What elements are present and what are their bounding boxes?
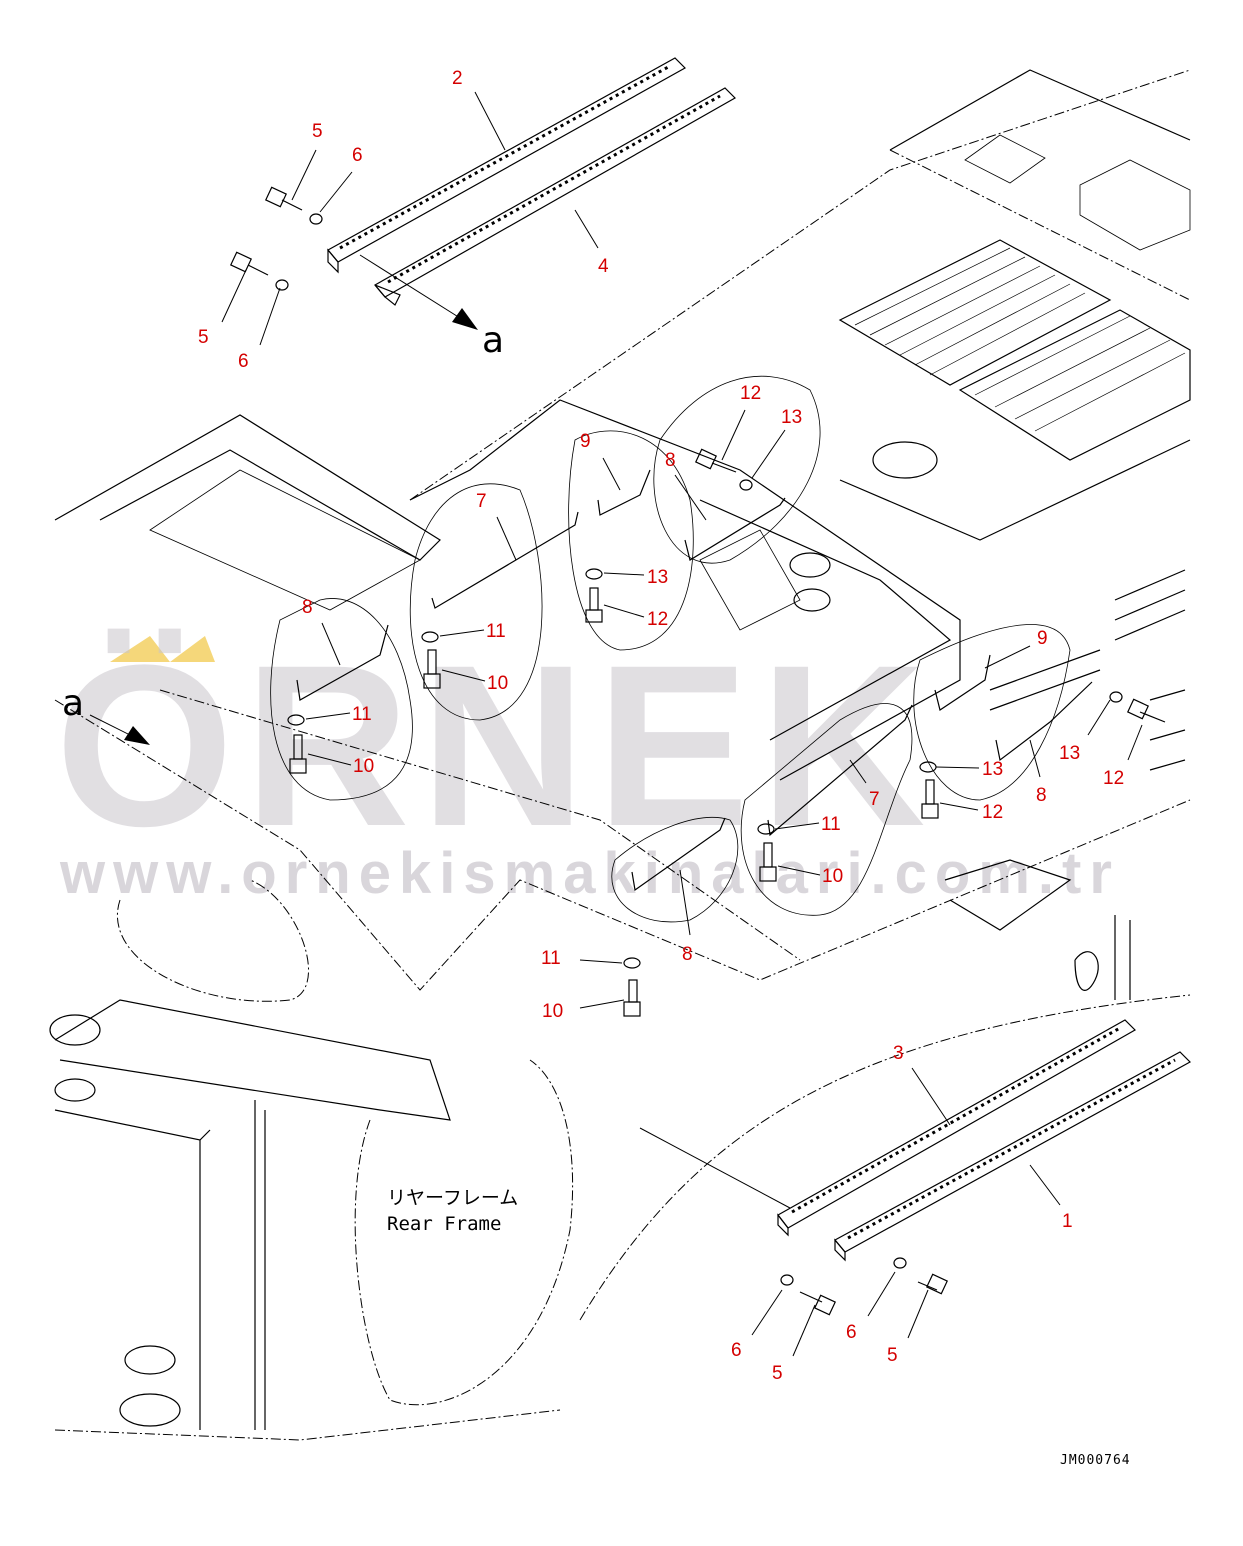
callout-11: 11 [541,948,561,969]
callout-9: 9 [1037,628,1048,649]
watermark: ÖRNEK www.ornekismakinalari.com.tr [55,617,1120,906]
callout-7: 7 [869,789,880,810]
machine-body [49,69,1191,1441]
callout-5: 5 [772,1363,783,1384]
fasteners [229,186,1166,1316]
drawing-code: JM000764 [1060,1453,1131,1468]
callout-13: 13 [982,759,1003,780]
frame-label-en: Rear Frame [387,1213,501,1235]
leader-lines [221,91,1143,1357]
step-rail-2 [327,57,686,274]
callout-13: 13 [647,567,668,588]
handrails [296,469,1093,892]
callout-8: 8 [302,597,313,618]
callout-6: 6 [731,1340,742,1361]
view-marker-a: a [482,320,504,361]
callout-8: 8 [682,944,693,965]
detail-clouds [270,375,1071,923]
callout-13: 13 [1059,743,1080,764]
watermark-url: www.ornekismakinalari.com.tr [59,841,1120,906]
callout-5: 5 [312,121,323,142]
callout-10: 10 [822,866,843,887]
callout-5: 5 [198,327,209,348]
callout-13: 13 [781,407,802,428]
callout-10: 10 [487,673,508,694]
callout-11: 11 [821,814,841,835]
callout-7: 7 [476,491,487,512]
view-arrows: a a [62,254,504,745]
arrow-icon [124,726,150,745]
callout-11: 11 [352,704,372,725]
callout-11: 11 [486,621,506,642]
watermark-accent [110,636,170,662]
callout-10: 10 [542,1001,563,1022]
callout-12: 12 [740,383,761,404]
callout-12: 12 [647,609,668,630]
callout-1: 1 [1062,1211,1073,1232]
callout-10: 10 [353,756,374,777]
callout-5: 5 [887,1345,898,1366]
callout-6: 6 [238,351,249,372]
callout-labels: 2 5 6 4 5 6 12 13 9 8 7 13 8 11 12 10 9 … [198,68,1124,1384]
callout-2: 2 [452,68,463,89]
callout-6: 6 [846,1322,857,1343]
arrow-icon [452,308,478,330]
step-rail-1 [834,1051,1191,1262]
callout-12: 12 [1103,768,1124,789]
callout-6: 6 [352,145,363,166]
callout-4: 4 [598,256,609,277]
watermark-brand: ÖRNEK [55,617,936,874]
view-marker-a: a [62,683,84,724]
callout-3: 3 [893,1043,904,1064]
step-rail-3 [777,1019,1136,1237]
step-rail-4 [374,87,736,306]
watermark-accent [170,636,215,662]
callout-12: 12 [982,802,1003,823]
callout-8: 8 [1036,785,1047,806]
frame-label-jp: リヤーフレーム [387,1187,518,1209]
callout-9: 9 [580,431,591,452]
callout-8: 8 [665,450,676,471]
